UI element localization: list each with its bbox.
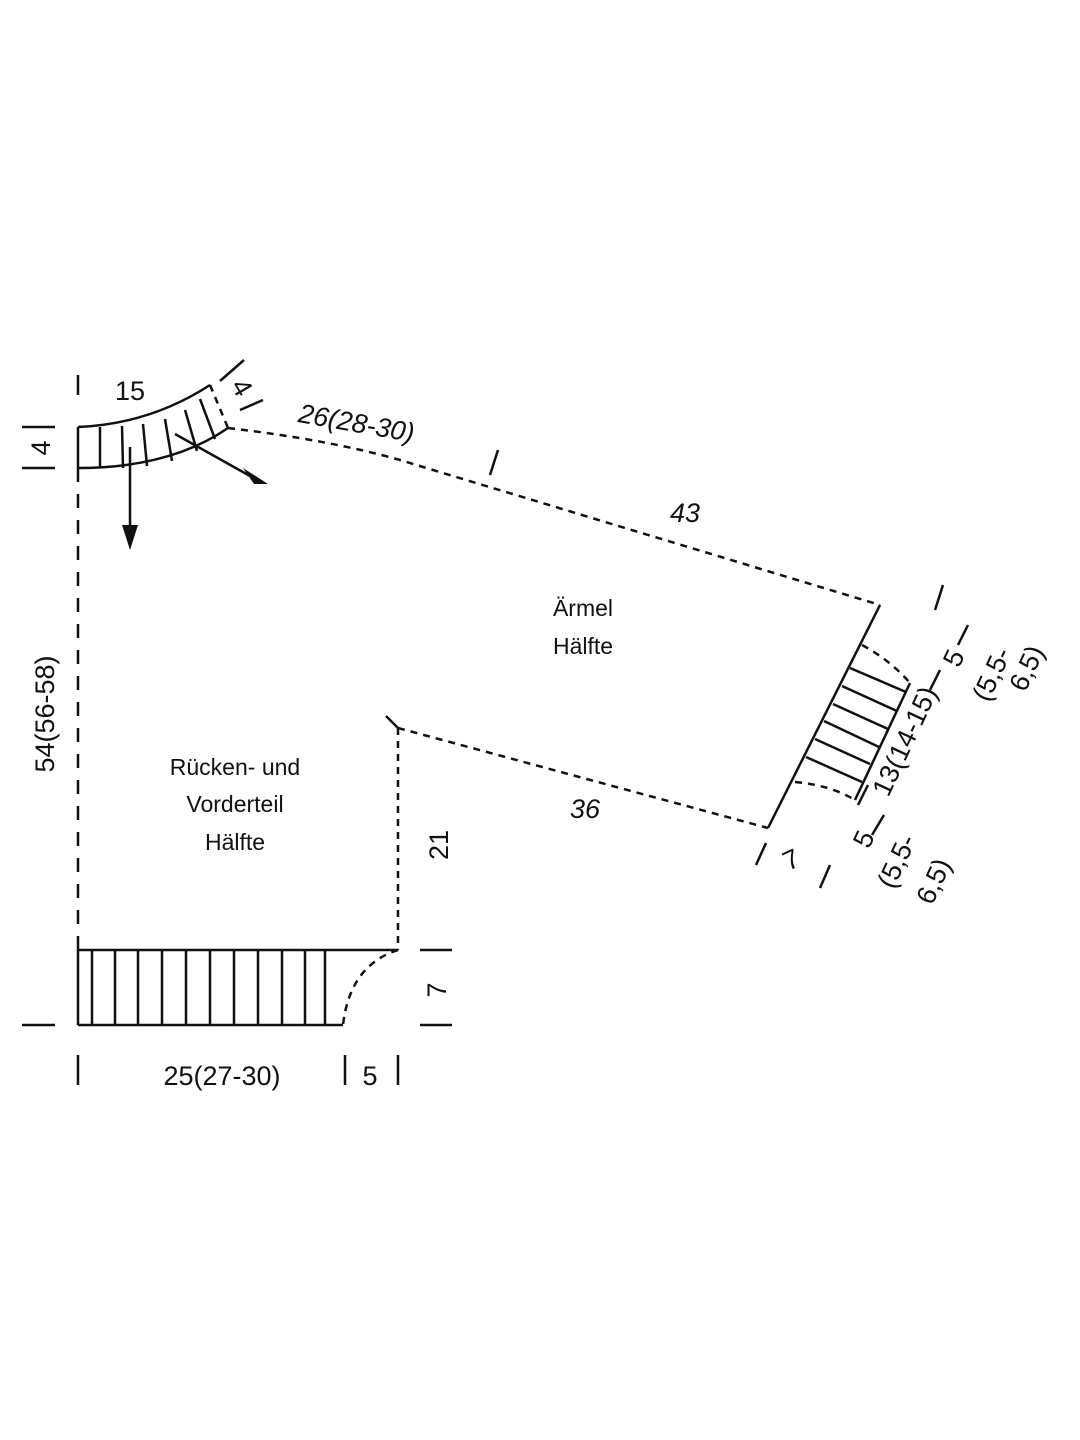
body-outline bbox=[22, 375, 400, 1027]
cuff-width-label: 13(14-15) bbox=[867, 682, 944, 801]
bottom-width-label: 25(27-30) bbox=[163, 1061, 280, 1091]
shoulder-label: 26(28-30) bbox=[295, 398, 416, 448]
hem-ribbing bbox=[76, 948, 452, 1085]
body-label-line3: Hälfte bbox=[205, 829, 265, 855]
cuff-upper-label: 5 bbox=[937, 645, 971, 671]
neck-band-side-label: 4 bbox=[225, 373, 258, 401]
sleeve-label-line2: Hälfte bbox=[553, 633, 613, 659]
bottom-extra-label: 5 bbox=[362, 1061, 377, 1091]
neck-band-height-label: 4 bbox=[26, 440, 56, 455]
cuff-depth-label: 7 bbox=[778, 843, 804, 877]
side-height-label: 21 bbox=[424, 830, 454, 860]
neck-band bbox=[76, 359, 264, 470]
underarm-label: 36 bbox=[570, 794, 601, 824]
cuff-ribbing bbox=[754, 624, 970, 889]
sleeve-top-label: 43 bbox=[670, 498, 700, 528]
direction-arrows bbox=[122, 432, 268, 550]
body-label-line1: Rücken- und bbox=[170, 754, 300, 780]
sleeve-outline bbox=[227, 426, 945, 830]
sleeve-label-line1: Ärmel bbox=[553, 595, 613, 621]
neck-width-label: 15 bbox=[115, 376, 145, 406]
cuff-upper-alt2: 6,5) bbox=[1003, 641, 1050, 696]
body-label-line2: Vorderteil bbox=[186, 791, 283, 817]
body-length-label: 54(56-58) bbox=[30, 655, 60, 772]
rib-height-label: 7 bbox=[422, 982, 452, 997]
cuff-lower-alt2: 6,5) bbox=[910, 854, 957, 909]
